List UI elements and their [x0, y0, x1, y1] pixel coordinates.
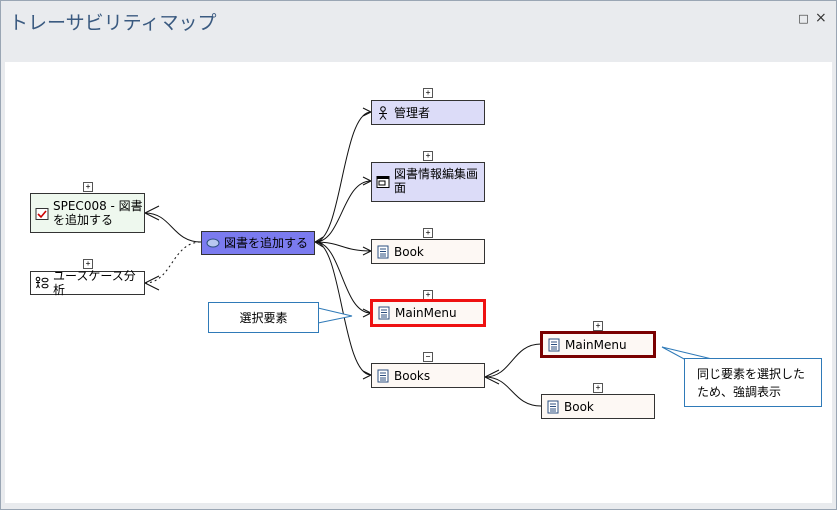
callout-same-element: 同じ要素を選択したため、強調表示 — [684, 358, 822, 407]
usecase-icon — [206, 238, 220, 248]
class-icon — [377, 245, 389, 258]
expand-toggle-mainmenu-child[interactable]: + — [593, 321, 603, 331]
node-usecase-analysis[interactable]: ユースケース分析 — [30, 269, 145, 297]
node-label: 図書情報編集画面 — [394, 167, 479, 195]
node-label: Books — [394, 368, 431, 383]
node-spec[interactable]: SPEC008 - 図書を追加する — [30, 193, 145, 233]
class-icon — [378, 306, 390, 320]
class-icon — [548, 338, 560, 351]
expand-toggle-screen[interactable]: + — [423, 151, 433, 161]
node-class-book-child[interactable]: Book — [541, 394, 655, 419]
node-label: MainMenu — [565, 337, 627, 352]
screen-icon — [376, 176, 390, 188]
node-class-books[interactable]: Books — [371, 363, 485, 388]
restore-icon[interactable]: □ — [798, 12, 809, 25]
expand-toggle-actor[interactable]: + — [423, 88, 433, 98]
node-label: Book — [394, 244, 424, 259]
class-icon — [547, 400, 559, 413]
node-actor-admin[interactable]: 管理者 — [371, 100, 485, 125]
collapse-toggle-books[interactable]: − — [423, 352, 433, 362]
node-class-book[interactable]: Book — [371, 239, 485, 264]
node-class-mainmenu-selected[interactable]: MainMenu — [370, 299, 486, 327]
node-class-mainmenu-highlighted[interactable]: MainMenu — [540, 331, 656, 358]
node-label: 管理者 — [394, 105, 431, 120]
node-label: SPEC008 - 図書を追加する — [53, 199, 143, 227]
callout-text: 同じ要素を選択したため、強調表示 — [697, 367, 806, 399]
node-screen-edit[interactable]: 図書情報編集画面 — [371, 162, 485, 202]
class-icon — [377, 369, 389, 382]
callout-text: 選択要素 — [239, 311, 288, 325]
close-icon[interactable]: × — [815, 10, 827, 26]
node-label: 図書を追加する — [224, 236, 309, 250]
analysis-icon — [35, 276, 49, 289]
spec-icon — [35, 208, 49, 220]
callout-selected-element: 選択要素 — [208, 302, 319, 333]
node-usecase-center[interactable]: 図書を追加する — [201, 231, 315, 255]
node-label: Book — [564, 399, 594, 414]
node-label: MainMenu — [395, 306, 457, 320]
window-title: トレーサビリティマップ — [9, 12, 217, 34]
expand-toggle-analysis[interactable]: + — [83, 259, 93, 269]
expand-toggle-book[interactable]: + — [423, 228, 433, 238]
node-label: ユースケース分析 — [53, 269, 136, 297]
expand-toggle-book-child[interactable]: + — [593, 383, 603, 393]
expand-toggle-spec[interactable]: + — [83, 182, 93, 192]
actor-icon — [379, 105, 387, 120]
